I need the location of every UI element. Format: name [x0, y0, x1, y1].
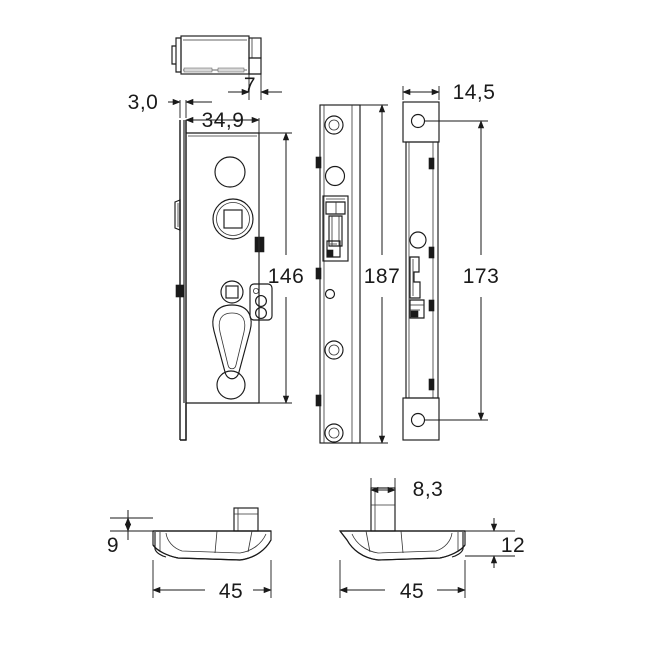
dim-8-3-group: 8,3 — [370, 478, 444, 501]
top-view-group — [171, 35, 262, 75]
dim-label-45-left: 45 — [219, 580, 243, 603]
dim-label-146: 146 — [268, 265, 305, 288]
front-view-group — [174, 120, 273, 441]
dim-label-8-3: 8,3 — [413, 478, 444, 501]
dim-14-5-group: 14,5 — [402, 81, 496, 104]
handle-left-view-group — [152, 507, 272, 561]
dim-173-group: 173 — [424, 120, 500, 421]
dim-label-187: 187 — [364, 265, 401, 288]
dim-label-12: 12 — [501, 534, 525, 557]
handle-right-view-group — [338, 487, 466, 561]
dim-label-34-9: 34,9 — [202, 109, 245, 132]
faceplate-view-group — [315, 104, 361, 444]
dim-187-group: 187 — [360, 104, 401, 444]
dim-label-3-0: 3,0 — [128, 91, 159, 114]
side-view-group — [402, 101, 440, 441]
dim-7-group: 7 — [228, 58, 282, 100]
dim-label-7: 7 — [244, 74, 256, 97]
dim-3-0-group: 3,0 — [128, 91, 212, 118]
dim-label-9: 9 — [107, 534, 119, 557]
dim-9-group: 9 — [107, 510, 153, 557]
dim-45-left-group: 45 — [152, 560, 272, 603]
dim-34-9-group: 34,9 — [185, 109, 260, 133]
dim-146-group: 146 — [259, 132, 305, 404]
dim-label-45-right: 45 — [400, 580, 424, 603]
dim-label-173: 173 — [463, 265, 500, 288]
dim-45-right-group: 45 — [339, 560, 466, 603]
dim-12-group: 12 — [465, 518, 525, 568]
dim-label-14-5: 14,5 — [453, 81, 496, 104]
